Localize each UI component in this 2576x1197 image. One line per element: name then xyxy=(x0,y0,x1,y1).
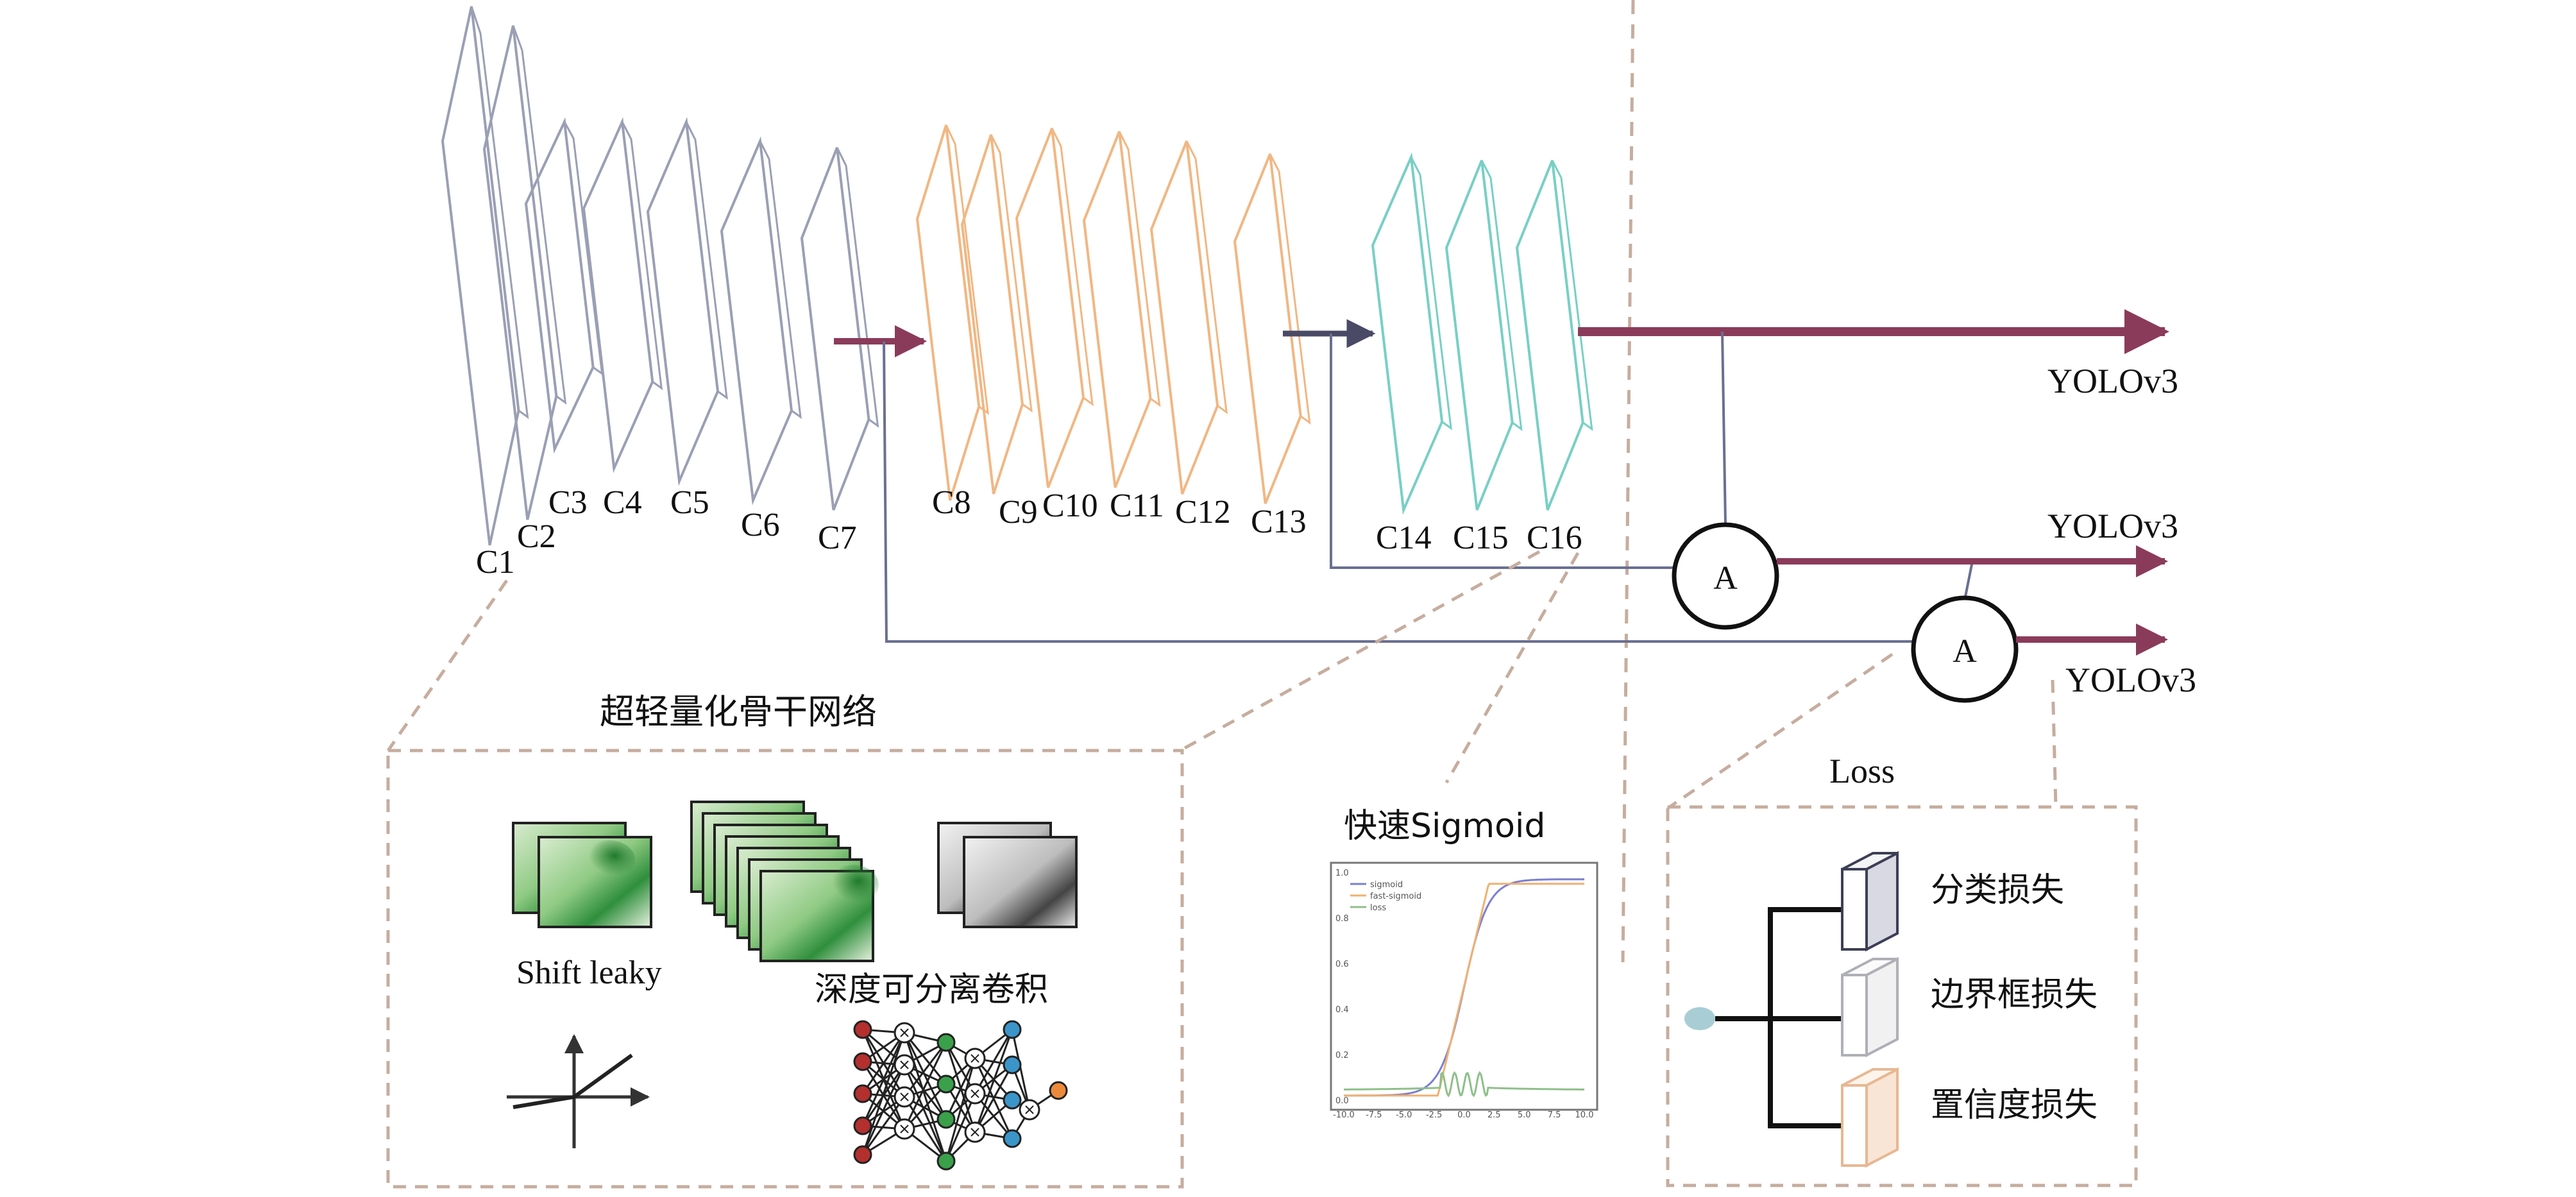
sigmoid-xtick: 10.0 xyxy=(1575,1110,1594,1120)
conv-layer-c9 xyxy=(960,134,1033,495)
layer-label-c3: C3 xyxy=(548,484,588,521)
attention-node-2-label: A xyxy=(1953,633,1977,670)
skip-link-c7 xyxy=(883,341,1918,643)
grayscale-feature-map xyxy=(937,822,1078,928)
depthwise-feature-maps xyxy=(690,801,879,962)
layer-label-c11: C11 xyxy=(1110,488,1164,524)
loss-item-bbox: 边界框损失 xyxy=(1931,976,2097,1014)
leaky-relu-graph xyxy=(507,1034,650,1148)
backbone-panel-title: 超轻量化骨干网络 xyxy=(600,692,877,732)
attention-node-2: A xyxy=(1911,595,2019,703)
loss-panel-title: Loss xyxy=(1829,752,1895,790)
skip-link-c13 xyxy=(1330,334,1674,569)
layer-label-c9: C9 xyxy=(999,494,1038,531)
conv-layer-c10 xyxy=(1015,128,1094,488)
sigmoid-legend-1: fast-sigmoid xyxy=(1370,892,1421,901)
loss-item-classification: 分类损失 xyxy=(1931,871,2064,910)
conv-layer-c6 xyxy=(720,136,802,505)
conv-layer-c12 xyxy=(1149,140,1228,495)
sigmoid-xtick: -10.0 xyxy=(1333,1110,1355,1120)
box-loss-cube xyxy=(1841,956,1899,1058)
shift-leaky-feature-map xyxy=(512,822,652,928)
conv-layer-c8 xyxy=(915,124,990,501)
sigmoid-xtick: 2.5 xyxy=(1487,1110,1501,1120)
depthwise-neural-network xyxy=(853,1020,1068,1171)
layer-labels: C1 C2 C3 C4 C5 C6 C7 C8 C9 C10 C11 C12 C… xyxy=(476,484,1582,581)
sigmoid-ytick: 0.4 xyxy=(1335,1005,1349,1015)
sigmoid-xtick: -2.5 xyxy=(1426,1110,1442,1120)
loss-tree xyxy=(1715,907,1841,1128)
conv-layer-c15 xyxy=(1445,160,1523,511)
sigmoid-plot: sigmoid fast-sigmoid loss -10.0 -7.5 -5.0 -2.5… xyxy=(1333,869,1593,1120)
section-divider xyxy=(1621,0,1635,963)
fast-sigmoid-curve xyxy=(1344,883,1584,1097)
conv-layer-c1 xyxy=(441,6,529,546)
conv-layer-c7 xyxy=(800,147,879,511)
callout-lines xyxy=(386,550,2058,810)
layer-label-c15: C15 xyxy=(1453,520,1509,556)
layer-label-c13: C13 xyxy=(1251,504,1307,540)
loss-panel: Loss 分类损失 边界框损失 置信度损失 xyxy=(1666,752,2138,1187)
sigmoid-ytick: 1.0 xyxy=(1335,869,1349,878)
loss-curve xyxy=(1344,1071,1584,1098)
link-main-to-a1 xyxy=(1721,331,1727,525)
conv-layer-c13 xyxy=(1233,153,1311,504)
attention-node-1-label: A xyxy=(1713,560,1738,597)
sigmoid-ytick: 0.2 xyxy=(1335,1051,1349,1060)
layer-label-c12: C12 xyxy=(1175,494,1231,531)
layer-label-c1: C1 xyxy=(476,544,515,581)
shift-leaky-label: Shift leaky xyxy=(516,955,662,991)
conv-layer-c4 xyxy=(582,117,663,473)
conv-layers xyxy=(441,6,1593,546)
yolo-output-3: YOLOv3 xyxy=(2065,661,2196,699)
yolo-output-2: YOLOv3 xyxy=(2047,507,2178,545)
layer-label-c14: C14 xyxy=(1376,520,1432,556)
conv-layer-c14 xyxy=(1371,152,1453,515)
sigmoid-panel-title: 快速Sigmoid xyxy=(1344,807,1545,845)
layer-label-c8: C8 xyxy=(932,484,971,521)
loss-item-confidence: 置信度损失 xyxy=(1931,1086,2097,1125)
sigmoid-legend-0: sigmoid xyxy=(1370,880,1403,890)
sigmoid-legend-2: loss xyxy=(1370,903,1386,913)
layer-label-c5: C5 xyxy=(670,484,709,521)
layer-label-c2: C2 xyxy=(517,518,556,555)
sigmoid-ytick: 0.8 xyxy=(1335,914,1349,924)
sigmoid-panel: 快速Sigmoid sigmoid fast-sigmoid loss -10.0 -7… xyxy=(1330,807,1598,1120)
sigmoid-ytick: 0.6 xyxy=(1335,960,1349,969)
sigmoid-xtick: -5.0 xyxy=(1396,1110,1412,1120)
sigmoid-xtick: 7.5 xyxy=(1548,1110,1561,1120)
layer-label-c6: C6 xyxy=(741,507,780,543)
layer-label-c16: C16 xyxy=(1527,520,1582,556)
conv-layer-c5 xyxy=(646,117,728,486)
sigmoid-xtick: -7.5 xyxy=(1366,1110,1382,1120)
backbone-panel: 超轻量化骨干网络 Shift leaky 深度可分离卷积 xyxy=(386,692,1184,1189)
layer-label-c10: C10 xyxy=(1042,488,1098,524)
sigmoid-xtick: 5.0 xyxy=(1518,1110,1531,1120)
conf-loss-cube xyxy=(1841,1067,1899,1168)
sigmoid-xtick: 0.0 xyxy=(1457,1110,1471,1120)
yolo-output-1: YOLOv3 xyxy=(2047,362,2178,400)
depthwise-label: 深度可分离卷积 xyxy=(815,971,1048,1009)
layer-label-c4: C4 xyxy=(603,484,642,521)
cls-loss-cube xyxy=(1841,851,1899,952)
attention-node-1: A xyxy=(1672,522,1779,630)
sigmoid-ytick: 0.0 xyxy=(1335,1096,1349,1106)
loss-root-node xyxy=(1684,1007,1715,1030)
conv-layer-c16 xyxy=(1515,160,1593,511)
layer-label-c7: C7 xyxy=(818,520,857,556)
conv-layer-c11 xyxy=(1082,131,1161,488)
conv-layer-c2 xyxy=(482,25,567,520)
